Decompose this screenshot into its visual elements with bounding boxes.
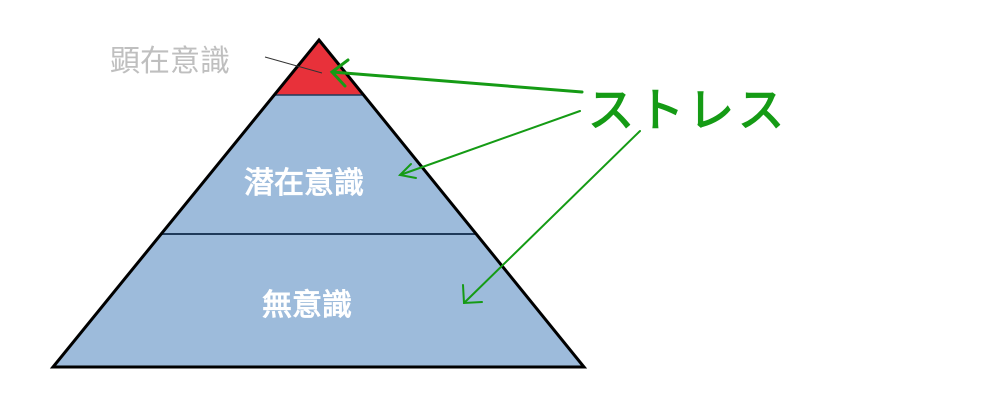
pyramid-outline [49, 37, 588, 369]
layer-middle [161, 95, 476, 234]
arrowhead-middle [397, 163, 417, 179]
arrow-to-bottom [463, 130, 641, 304]
label-conscious: 顕在意識 [110, 44, 230, 79]
layer-top [274, 40, 362, 95]
label-stress: ストレス [588, 83, 788, 137]
leader-line-conscious [264, 56, 323, 74]
arrowhead-top [329, 58, 350, 88]
layer-bottom [53, 234, 584, 367]
arrow-to-middle [399, 110, 581, 176]
label-unconscious: 無意識 [262, 288, 352, 323]
label-subconscious: 潜在意識 [244, 166, 364, 201]
arrow-to-top [330, 70, 584, 94]
arrowhead-bottom [462, 284, 483, 305]
stress-arrows [329, 58, 641, 305]
